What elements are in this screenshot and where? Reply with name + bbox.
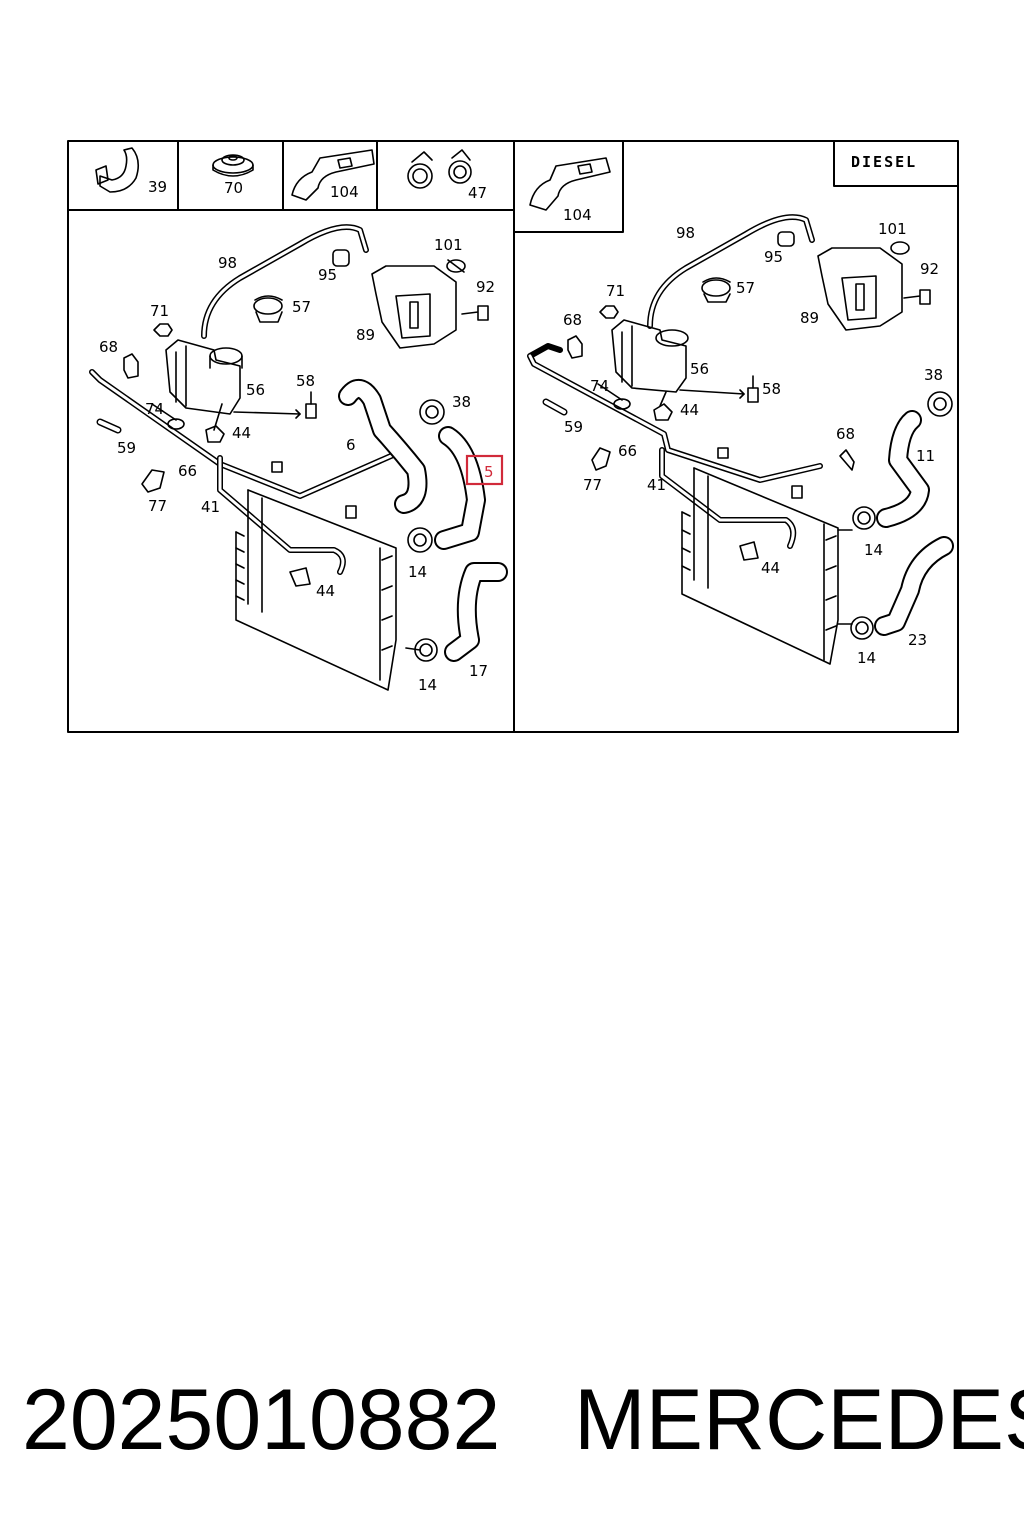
callout-6: 6 xyxy=(346,436,356,454)
bracket-104-right-icon xyxy=(529,157,611,211)
callout-44-bottom: 44 xyxy=(316,582,335,600)
callout-77-right: 77 xyxy=(583,476,602,494)
callout-14-bottom-right: 14 xyxy=(857,649,876,667)
callout-56: 56 xyxy=(246,381,265,399)
diesel-badge: DIESEL xyxy=(851,153,917,171)
callout-104: 104 xyxy=(330,183,359,201)
selected-part-highlight xyxy=(465,454,504,486)
callout-104-right: 104 xyxy=(563,206,592,224)
callout-68: 68 xyxy=(99,338,118,356)
callout-44-bottom-right: 44 xyxy=(761,559,780,577)
callout-58: 58 xyxy=(296,372,315,390)
callout-5: 5 xyxy=(484,463,494,481)
callout-101-right: 101 xyxy=(878,220,907,238)
callout-41-right: 41 xyxy=(647,476,666,494)
callout-66: 66 xyxy=(178,462,197,480)
callout-44-top-right: 44 xyxy=(680,401,699,419)
callout-23-right: 23 xyxy=(908,631,927,649)
clip-39-icon xyxy=(95,147,140,193)
left-assembly xyxy=(89,224,508,691)
callout-17: 17 xyxy=(469,662,488,680)
callout-57-right: 57 xyxy=(736,279,755,297)
callout-57: 57 xyxy=(292,298,311,316)
callout-68-right: 68 xyxy=(563,311,582,329)
right-callouts: 98 101 95 57 92 71 68 89 56 74 58 44 38 … xyxy=(563,220,943,667)
callout-56-right: 56 xyxy=(690,360,709,378)
callout-68b-right: 68 xyxy=(836,425,855,443)
callout-98: 98 xyxy=(218,254,237,272)
callout-41: 41 xyxy=(201,498,220,516)
callout-71: 71 xyxy=(150,302,169,320)
caption: 2025010882 MERCEDES xyxy=(0,1370,1024,1480)
parts-diagram: DIESEL 39 70 104 47 104 98 95 101 57 92 … xyxy=(67,140,959,733)
header-callouts: 39 70 104 47 104 xyxy=(148,178,592,224)
callout-14-bottom: 14 xyxy=(418,676,437,694)
callout-77: 77 xyxy=(148,497,167,515)
callout-59-right: 59 xyxy=(564,418,583,436)
brand-name: MERCEDES xyxy=(574,1372,1024,1468)
callout-95: 95 xyxy=(318,266,337,284)
callout-92-right: 92 xyxy=(920,260,939,278)
callout-14-top-right: 14 xyxy=(864,541,883,559)
right-assembly xyxy=(527,214,954,665)
callout-71-right: 71 xyxy=(606,282,625,300)
callout-95-right: 95 xyxy=(764,248,783,266)
callout-38-right: 38 xyxy=(924,366,943,384)
callout-92: 92 xyxy=(476,278,495,296)
callout-58-right: 58 xyxy=(762,380,781,398)
callout-74-right: 74 xyxy=(590,377,609,395)
callout-70: 70 xyxy=(224,179,243,197)
grommet-70-icon xyxy=(212,154,254,177)
bracket-104-icon xyxy=(291,149,375,201)
callout-47: 47 xyxy=(468,184,487,202)
callout-11-right: 11 xyxy=(916,447,935,465)
callout-38: 38 xyxy=(452,393,471,411)
hose-clamp-47-icon xyxy=(407,149,472,189)
callout-44-top: 44 xyxy=(232,424,251,442)
callout-101: 101 xyxy=(434,236,463,254)
callout-74: 74 xyxy=(145,400,164,418)
callout-39: 39 xyxy=(148,178,167,196)
callout-14-top: 14 xyxy=(408,563,427,581)
callout-89: 89 xyxy=(356,326,375,344)
callout-98-right: 98 xyxy=(676,224,695,242)
callout-66-right: 66 xyxy=(618,442,637,460)
callout-89-right: 89 xyxy=(800,309,819,327)
left-callouts: 98 95 101 57 92 71 89 68 56 58 74 44 38 … xyxy=(99,236,495,694)
part-number: 2025010882 xyxy=(22,1372,501,1468)
callout-59: 59 xyxy=(117,439,136,457)
